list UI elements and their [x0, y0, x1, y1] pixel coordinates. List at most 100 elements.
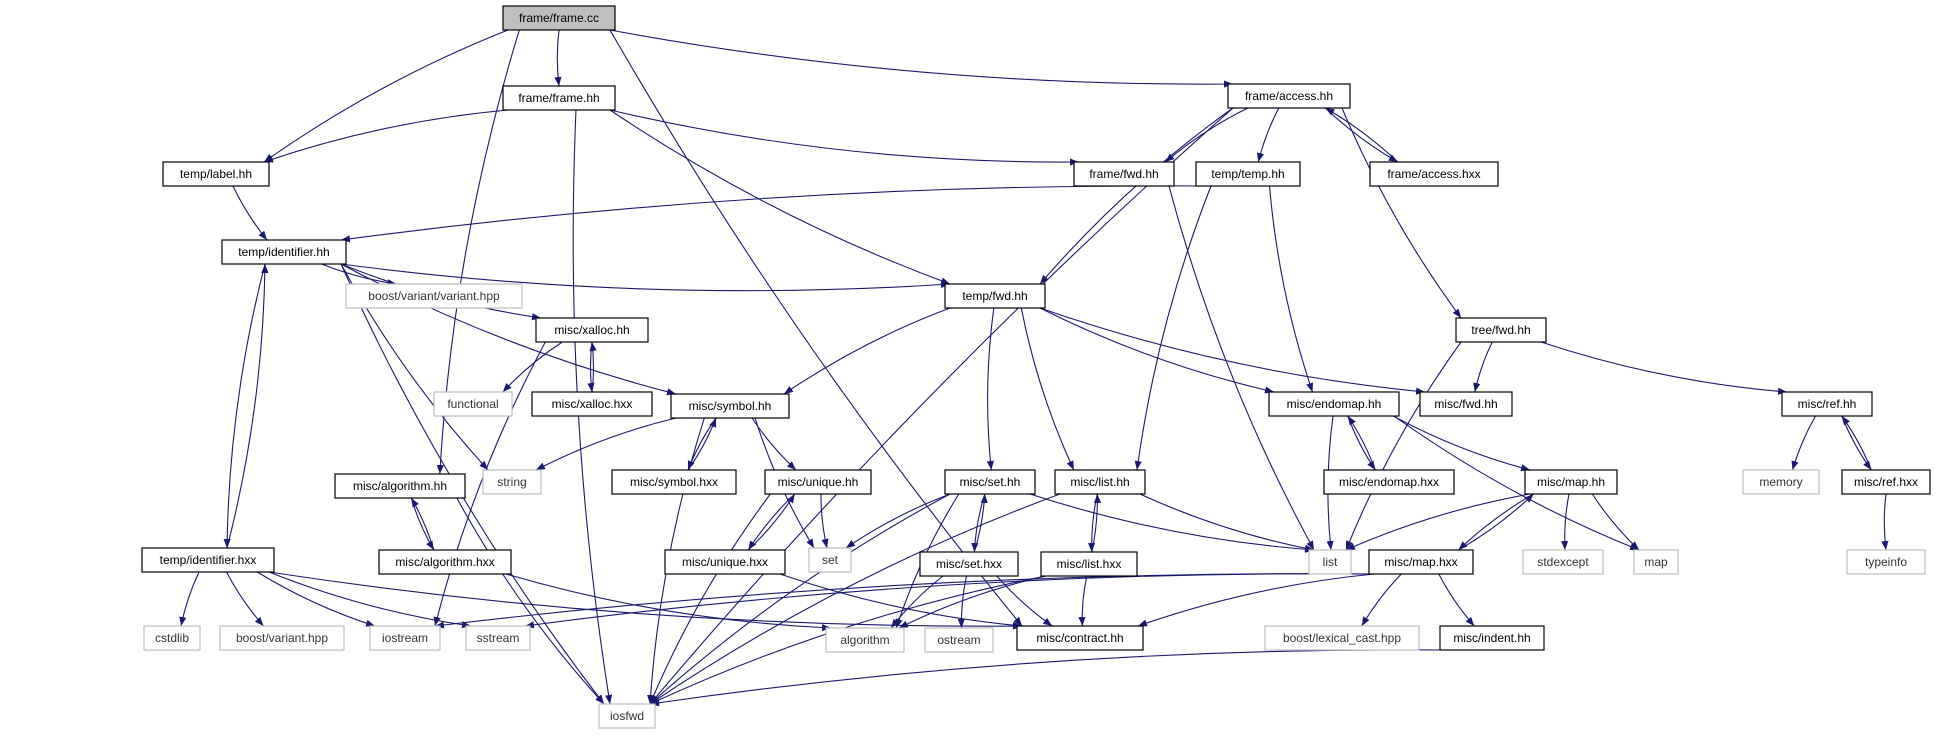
node-list: list [1308, 549, 1352, 575]
edge-symbol_hh-to-string [535, 417, 677, 471]
node-endomap-hxx[interactable]: misc/endomap.hxx [1323, 469, 1455, 495]
node-access-hxx[interactable]: frame/access.hxx [1369, 161, 1499, 187]
edge-ref_hxx-to-typeinfo [1881, 493, 1889, 551]
nodes-layer: frame/frame.cc frame/frame.hh frame/access… [141, 5, 1931, 729]
node-box [1368, 549, 1474, 575]
node-box [1054, 469, 1146, 495]
node-label: frame/access.hh [1245, 89, 1333, 103]
node-frame-fwd[interactable]: frame/fwd.hh [1073, 161, 1175, 187]
node-temp-hh[interactable]: temp/temp.hh [1195, 161, 1301, 187]
edge-map_hxx-to-iostream [434, 573, 1375, 629]
node-box [1524, 469, 1618, 495]
node-set-hh[interactable]: misc/set.hh [944, 469, 1036, 495]
edge-algorithm_hh-to-iosfwd [456, 497, 605, 705]
node-lexical-cast: boost/lexical_cast.hpp [1264, 625, 1420, 651]
node-ostream: ostream [924, 627, 994, 653]
node-list-hxx[interactable]: misc/list.hxx [1040, 551, 1138, 577]
node-string: string [482, 469, 542, 495]
node-ref-hxx[interactable]: misc/ref.hxx [1841, 469, 1931, 495]
node-label: misc/symbol.hxx [630, 475, 718, 489]
edge-set_hxx-to-algorithm [890, 575, 944, 629]
edge-list_hxx-to-contract_hh [1078, 575, 1088, 627]
node-endomap-hh[interactable]: misc/endomap.hh [1268, 391, 1400, 417]
node-unique-hh[interactable]: misc/unique.hh [764, 469, 872, 495]
node-tree-fwd[interactable]: tree/fwd.hh [1455, 317, 1547, 343]
node-label: temp/temp.hh [1211, 167, 1284, 181]
edge-list_hh-to-list [1139, 493, 1315, 552]
node-label: memory [1759, 475, 1802, 489]
node-map-hh[interactable]: misc/map.hh [1524, 469, 1618, 495]
node-symbol-hxx[interactable]: misc/symbol.hxx [611, 469, 737, 495]
node-box [1455, 317, 1547, 343]
edge-label_hh-to-identifier_hh [232, 185, 268, 241]
node-map-hxx[interactable]: misc/map.hxx [1368, 549, 1474, 575]
node-frame-cc[interactable]: frame/frame.cc [502, 5, 616, 31]
node-box [531, 391, 653, 417]
edge-set_hh-to-set [845, 493, 951, 549]
node-symbol-hh[interactable]: misc/symbol.hh [670, 393, 790, 419]
edge-endomap_hxx-to-endomap_hh [1347, 415, 1376, 471]
node-box [670, 393, 790, 419]
node-algorithm-hxx[interactable]: misc/algorithm.hxx [378, 549, 512, 575]
edge-algorithm_hxx-to-algorithm_hh [410, 497, 435, 551]
node-label: iostream [382, 631, 428, 645]
edge-temp_fwd-to-set_hh [986, 307, 995, 471]
node-list-hh[interactable]: misc/list.hh [1054, 469, 1146, 495]
edge-access_hh-to-temp_fwd [1039, 107, 1234, 285]
edge-ref_hh-to-ref_hxx [1841, 415, 1872, 471]
node-label: misc/contract.hh [1036, 631, 1123, 645]
edge-access_hh-to-access_hxx [1324, 107, 1399, 163]
node-misc-fwd[interactable]: misc/fwd.hh [1419, 391, 1513, 417]
node-label: functional [447, 397, 498, 411]
node-indent-hh[interactable]: misc/indent.hh [1439, 625, 1545, 651]
node-box [502, 85, 616, 111]
node-label: misc/endomap.hxx [1339, 475, 1439, 489]
node-box [1369, 161, 1499, 187]
node-unique-hxx[interactable]: misc/unique.hxx [664, 549, 786, 575]
edge-map_hxx-to-contract_hh [1137, 573, 1375, 627]
node-label: frame/frame.cc [519, 11, 599, 25]
node-set-hxx[interactable]: misc/set.hxx [919, 551, 1019, 577]
node-label: misc/algorithm.hxx [395, 555, 494, 569]
edge-frame_hh-to-temp_fwd [609, 109, 951, 285]
node-memory: memory [1742, 469, 1820, 495]
node-box [1781, 391, 1873, 417]
node-temp-fwd[interactable]: temp/fwd.hh [944, 283, 1046, 309]
node-label-hh[interactable]: temp/label.hh [162, 161, 270, 187]
node-label: cstdlib [155, 631, 189, 645]
node-contract-hh[interactable]: misc/contract.hh [1016, 625, 1144, 651]
node-label: misc/map.hh [1537, 475, 1605, 489]
node-xalloc-hxx[interactable]: misc/xalloc.hxx [531, 391, 653, 417]
node-label: misc/fwd.hh [1434, 397, 1497, 411]
edge-temp_hh-to-endomap_hh [1268, 185, 1314, 393]
edge-tree_fwd-to-misc_fwd [1473, 341, 1493, 393]
edge-algorithm_hh-to-algorithm_hxx [410, 497, 435, 551]
node-box [664, 549, 786, 575]
node-box [221, 239, 347, 265]
node-label: tree/fwd.hh [1471, 323, 1530, 337]
node-stdexcept: stdexcept [1522, 549, 1604, 575]
node-label: typeinfo [1865, 555, 1907, 569]
node-functional: functional [433, 391, 513, 417]
node-label: misc/list.hxx [1057, 557, 1122, 571]
node-label: list [1323, 555, 1338, 569]
node-box [1040, 551, 1138, 577]
edge-set_hh-to-iosfwd [649, 493, 951, 705]
edge-frame_hh-to-frame_fwd [609, 109, 1080, 166]
node-identifier-hxx[interactable]: temp/identifier.hxx [141, 547, 275, 573]
edge-xalloc_hh-to-iostream [433, 341, 546, 627]
node-access-hh[interactable]: frame/access.hh [1227, 83, 1351, 109]
node-ref-hh[interactable]: misc/ref.hh [1781, 391, 1873, 417]
node-frame-hh[interactable]: frame/frame.hh [502, 85, 616, 111]
node-algorithm-hh[interactable]: misc/algorithm.hh [334, 473, 466, 499]
node-label: temp/label.hh [180, 167, 252, 181]
node-xalloc-hh[interactable]: misc/xalloc.hh [535, 317, 649, 343]
node-identifier-hh[interactable]: temp/identifier.hh [221, 239, 347, 265]
node-box [1742, 469, 1820, 495]
edge-map_hh-to-list [1345, 493, 1531, 551]
node-box [535, 317, 649, 343]
node-label: temp/identifier.hh [238, 245, 329, 259]
node-iostream: iostream [369, 625, 441, 651]
edge-tree_fwd-to-list [1345, 341, 1462, 551]
node-label: ostream [937, 633, 980, 647]
